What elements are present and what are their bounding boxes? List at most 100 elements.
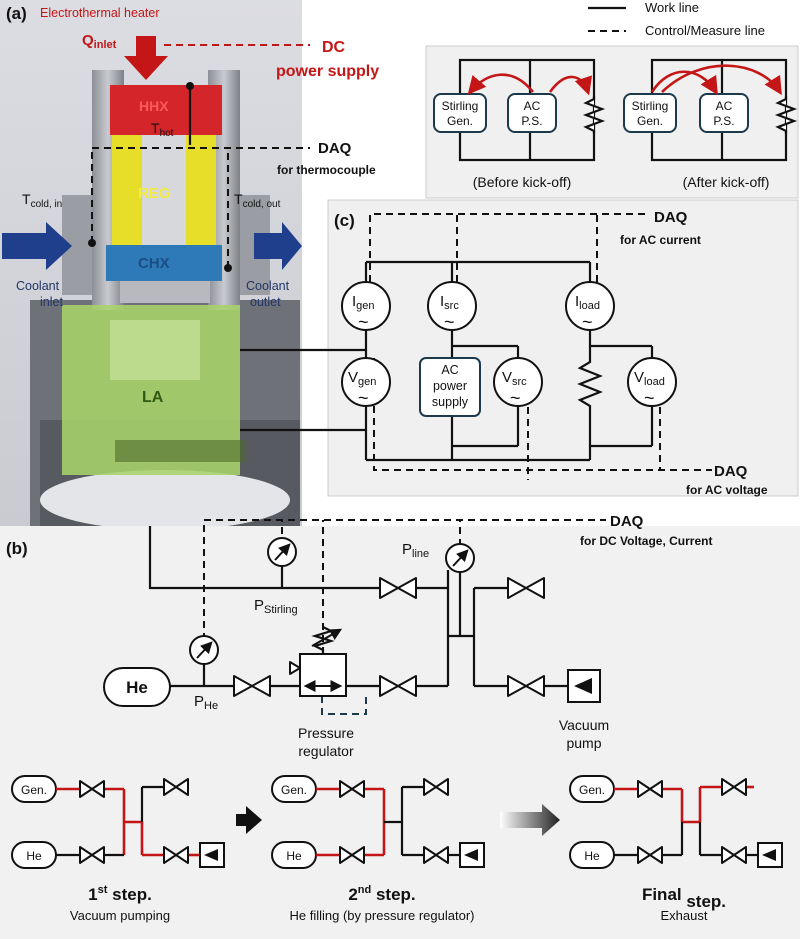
ac-supply-label-1: AC bbox=[441, 363, 458, 377]
panel-c-background bbox=[327, 199, 799, 497]
daq-current-sub: for AC current bbox=[620, 233, 701, 247]
hhx-label: HHX bbox=[139, 98, 169, 114]
before-stirling-1: Stirling bbox=[442, 99, 479, 113]
step-1-gen: Gen. bbox=[21, 783, 47, 797]
step-1-he: He bbox=[26, 849, 42, 863]
chx-label: CHX bbox=[138, 255, 170, 272]
coolant-inlet-label-1: Coolant bbox=[16, 279, 60, 293]
step-1-desc: Vacuum pumping bbox=[70, 908, 170, 923]
i-gen-tilde: ~ bbox=[358, 312, 369, 332]
before-ac-2: P.S. bbox=[521, 114, 542, 128]
housing-opening bbox=[40, 470, 290, 530]
panel-c-label: (c) bbox=[334, 211, 355, 230]
step-final-title: Final step. bbox=[642, 885, 726, 911]
vacuum-label-1: Vacuum bbox=[559, 717, 609, 733]
panel-b-background bbox=[0, 526, 800, 939]
kickoff-panel: Stirling Gen. AC P.S. (Before kick-off) … bbox=[425, 45, 799, 199]
daq-voltage: DAQ bbox=[714, 463, 748, 480]
i-load-tilde: ~ bbox=[582, 312, 593, 332]
after-stirling-1: Stirling bbox=[632, 99, 669, 113]
daq-current: DAQ bbox=[654, 209, 688, 226]
chx-block bbox=[106, 245, 222, 281]
heater-label: Electrothermal heater bbox=[40, 6, 160, 20]
after-ac-1: AC bbox=[716, 99, 733, 113]
after-stirling-2: Gen. bbox=[637, 114, 663, 128]
step-arrow-1 bbox=[236, 806, 262, 834]
q-inlet-label: Qinlet bbox=[82, 32, 117, 51]
step-final-diagram bbox=[569, 775, 783, 869]
step-final-he: He bbox=[584, 849, 600, 863]
la-slot bbox=[115, 440, 245, 462]
v-src-tilde: ~ bbox=[510, 388, 521, 408]
v-gen-label: Vgen bbox=[348, 369, 376, 388]
t-cold-out-label: Tcold, out bbox=[234, 191, 281, 210]
step-2-title: 2nd step. bbox=[348, 884, 415, 904]
i-gen-label: Igen bbox=[352, 293, 375, 312]
la-inner bbox=[110, 320, 200, 380]
ac-supply-label-3: supply bbox=[432, 395, 469, 409]
heat-input-arrow bbox=[124, 36, 168, 80]
p-stirling-label: PStirling bbox=[254, 597, 298, 616]
v-load-label: Vload bbox=[634, 369, 665, 388]
panel-b: (b) DAQ for DC Voltage, Current Pline PS… bbox=[0, 513, 800, 939]
step-1-title: 1st step. bbox=[88, 884, 152, 904]
legend-work-line: Work line bbox=[645, 0, 699, 15]
displacer-shaft bbox=[120, 281, 210, 303]
coolant-inlet-label-2: inlet bbox=[40, 295, 63, 309]
vacuum-label-2: pump bbox=[566, 735, 601, 751]
coolant-outlet-label-2: outlet bbox=[250, 295, 281, 309]
hhx-block bbox=[110, 85, 222, 135]
legend: Work line Control/Measure line bbox=[588, 0, 765, 38]
coolant-outlet-arrow bbox=[254, 222, 302, 270]
la-label: LA bbox=[142, 389, 164, 406]
step-2-desc: He filling (by pressure regulator) bbox=[290, 908, 475, 923]
after-kickoff-label: (After kick-off) bbox=[683, 174, 770, 190]
he-tank bbox=[103, 667, 171, 707]
panel-a-label: (a) bbox=[6, 4, 27, 23]
v-load-tilde: ~ bbox=[644, 388, 655, 408]
after-ac-2: P.S. bbox=[713, 114, 734, 128]
t-cold-in-label: Tcold, in bbox=[22, 191, 62, 210]
step-2-gen: Gen. bbox=[281, 783, 307, 797]
daq-dc-sub: for DC Voltage, Current bbox=[580, 534, 712, 548]
regulator-label-2: regulator bbox=[298, 743, 354, 759]
pressure-regulator bbox=[299, 653, 347, 697]
reg-left bbox=[112, 135, 142, 245]
step-2-diagram bbox=[271, 775, 485, 869]
daq-thermocouple: DAQ bbox=[318, 140, 352, 157]
before-ac-1: AC bbox=[524, 99, 541, 113]
v-src-label: Vsrc bbox=[502, 369, 527, 388]
thermocouple-lines bbox=[88, 82, 310, 272]
dc-supply-label-1: DC bbox=[322, 39, 346, 56]
reg-core bbox=[142, 150, 186, 245]
steps: Gen. He 1st step. Vacuum pumping Gen. bbox=[11, 775, 783, 923]
i-src-label: Isrc bbox=[440, 293, 459, 312]
p-he-label: PHe bbox=[194, 693, 218, 712]
step-final-desc: Exhaust bbox=[661, 908, 708, 923]
reg-right bbox=[186, 135, 216, 245]
dc-supply-label-2: power supply bbox=[276, 63, 379, 80]
daq-dc: DAQ bbox=[610, 513, 644, 530]
legend-control-line: Control/Measure line bbox=[645, 23, 765, 38]
step-2-he: He bbox=[286, 849, 302, 863]
i-src-tilde: ~ bbox=[444, 312, 455, 332]
coolant-inlet-arrow bbox=[2, 222, 72, 270]
v-gen-tilde: ~ bbox=[358, 388, 369, 408]
panel-b-label: (b) bbox=[6, 539, 28, 558]
t-hot-label: Thot bbox=[151, 120, 174, 139]
panel-a bbox=[0, 0, 302, 530]
before-stirling-2: Gen. bbox=[447, 114, 473, 128]
reg-label: REG bbox=[138, 185, 171, 202]
he-tank-label: He bbox=[126, 678, 148, 697]
panel-c: (c) DAQ for AC current DAQ for AC voltag… bbox=[327, 199, 799, 497]
before-kickoff-label: (Before kick-off) bbox=[473, 174, 572, 190]
coolant-outlet-label-1: Coolant bbox=[246, 279, 290, 293]
ac-supply-label-2: power bbox=[433, 379, 467, 393]
step-final-gen: Gen. bbox=[579, 783, 605, 797]
daq-thermocouple-sub: for thermocouple bbox=[277, 163, 376, 177]
i-load-label: Iload bbox=[575, 293, 600, 312]
step-1-diagram bbox=[11, 775, 225, 869]
step-arrow-2 bbox=[500, 804, 560, 836]
